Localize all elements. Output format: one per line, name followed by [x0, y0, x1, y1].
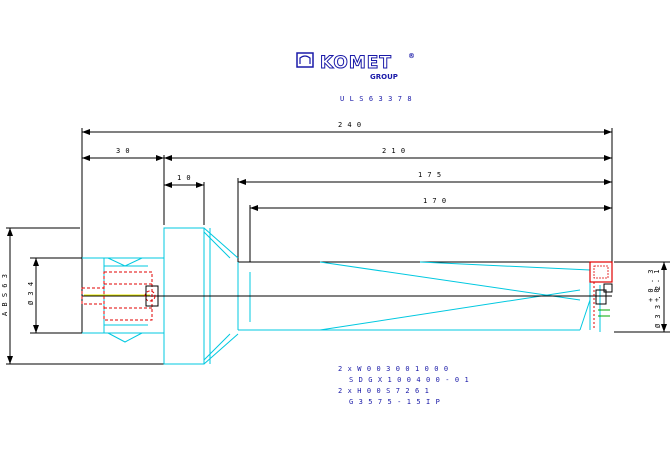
part-number: U L S 6 3 3 7 8: [340, 95, 412, 103]
komet-logo-text: KOMET: [320, 53, 392, 73]
komet-logo-icon: [296, 52, 314, 68]
komet-logo-icon-mark: [299, 55, 311, 64]
komet-logo: KOMET ® GROUP: [296, 52, 415, 81]
tolerance-lower: + 0 . 1: [653, 269, 661, 302]
parts-list-line-2: S D G X 1 0 0 4 0 0 - 0 1: [349, 376, 469, 384]
tolerance-upper: + 0 . 3: [647, 269, 655, 302]
dim-text-d34: Ø 3 4: [27, 281, 35, 305]
shank-screw: [145, 285, 159, 307]
dim-text-175: 1 7 5: [418, 171, 442, 179]
parts-list-line-1: 2 x W 0 0 3 0 0 1 0 0 0: [338, 365, 449, 373]
tool-body: [81, 227, 613, 365]
dim-text-tolerance: + 0 . 3 + 0 . 1: [647, 264, 661, 302]
dim-text-10: 1 0: [177, 174, 191, 182]
cutting-insert: [589, 261, 613, 330]
parts-list-line-4: G 3 5 7 5 - 1 5 I P: [349, 398, 440, 406]
dim-text-30: 3 0: [116, 147, 130, 155]
komet-logo-group: GROUP: [370, 73, 398, 81]
dim-text-abs63: A B S 6 3: [1, 274, 9, 316]
dim-text-170: 1 7 0: [423, 197, 447, 205]
dim-text-210: 2 1 0: [382, 147, 406, 155]
hidden-lines-shank: [81, 271, 156, 321]
parts-list: 2 x W 0 0 3 0 0 1 0 0 0 S D G X 1 0 0 4 …: [338, 365, 469, 406]
dim-text-d332: Ø 3 3 . 2: [654, 286, 662, 328]
komet-logo-registered: ®: [408, 52, 415, 60]
bar-body: [237, 261, 601, 332]
dimension-lines: [6, 128, 670, 365]
dim-text-240: 2 4 0: [338, 121, 362, 129]
parts-list-line-3: 2 x H 0 0 S 7 2 6 1: [338, 387, 429, 395]
